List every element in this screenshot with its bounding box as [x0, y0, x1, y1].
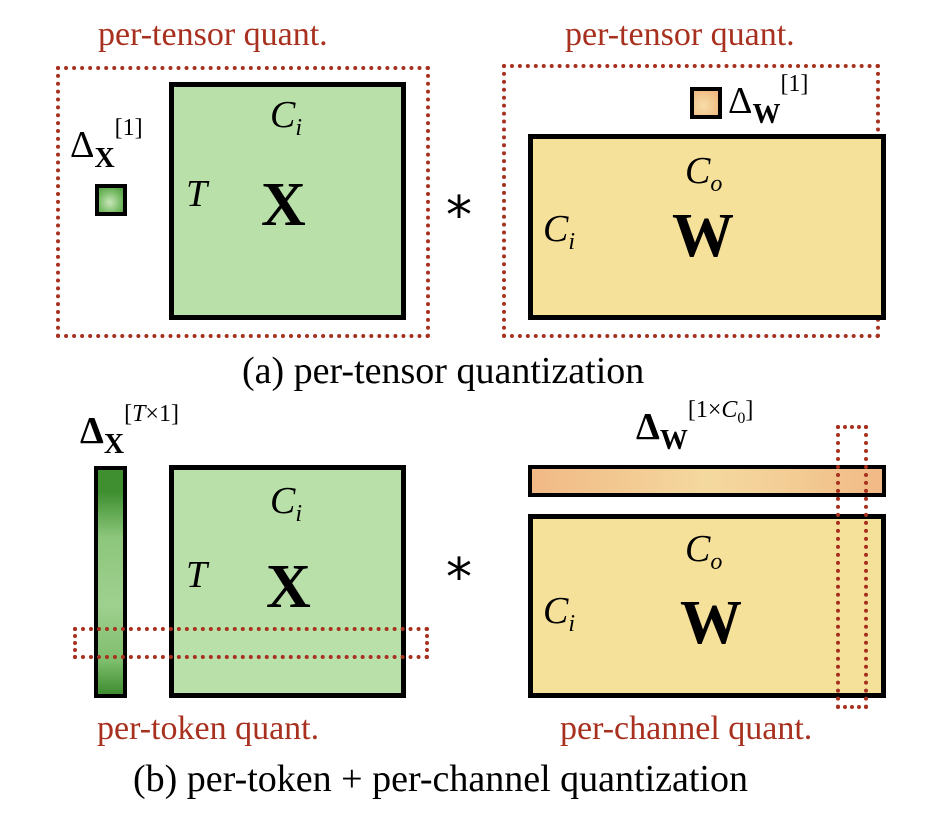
w-subscript: W: [659, 425, 688, 456]
w-matrix-a: [528, 134, 886, 320]
x-per-tensor-label: per-tensor quant.: [98, 16, 328, 53]
per-channel-label: per-channel quant.: [560, 710, 813, 747]
superscript: [1]: [114, 115, 143, 141]
x-subscript: X: [94, 143, 115, 174]
w-per-tensor-label: per-tensor quant.: [565, 16, 795, 53]
x-subscript: X: [103, 429, 125, 460]
w-row-dim-b: Ci: [543, 590, 576, 637]
x-per-token-scale-bar: [94, 466, 127, 698]
w-subscript: W: [752, 99, 781, 130]
multiply-operator-b: *: [446, 548, 472, 608]
per-token-highlight: [73, 627, 429, 659]
x-col-dim-b: Ci: [270, 480, 303, 527]
caption-b: (b) per-token + per-channel quantization: [133, 758, 748, 800]
delta-symbol: Δ: [70, 124, 95, 166]
delta-symbol: Δ: [636, 406, 660, 448]
x-col-dim-a: Ci: [270, 94, 303, 141]
superscript: [1]: [780, 71, 809, 97]
superscript: [1×C0]: [687, 397, 754, 427]
w-matrix-name-a: W: [672, 202, 734, 270]
w-row-dim-a: Ci: [543, 208, 576, 255]
x-matrix-name-b: X: [266, 553, 311, 621]
x-row-dim-a: T: [186, 173, 208, 215]
w-matrix-name-b: W: [680, 589, 742, 657]
delta-symbol: Δ: [80, 410, 104, 452]
x-scale-square: [95, 184, 127, 216]
w-per-channel-scale-bar: [528, 465, 886, 497]
w-scale-label-a: ΔW[1]: [728, 72, 808, 129]
per-channel-highlight: [836, 425, 868, 709]
x-matrix-b: [169, 465, 406, 698]
x-scale-label-b: ΔX[T×1]: [80, 402, 179, 459]
caption-a: (a) per-tensor quantization: [242, 350, 645, 392]
w-col-dim-a: Co: [685, 150, 723, 197]
x-scale-label-a: ΔX[1]: [70, 116, 143, 173]
multiply-operator-a: *: [446, 186, 472, 246]
w-scale-label-b: ΔW[1×C0]: [636, 398, 753, 455]
x-per-tensor-highlight: [56, 66, 430, 338]
delta-symbol: Δ: [728, 80, 753, 122]
w-matrix-b: [528, 514, 886, 698]
w-col-dim-b: Co: [685, 528, 723, 575]
x-row-dim-b: T: [186, 554, 208, 596]
per-token-label: per-token quant.: [97, 710, 320, 747]
w-scale-square: [690, 87, 722, 119]
x-matrix-a: [169, 82, 406, 320]
x-matrix-name-a: X: [261, 171, 306, 239]
superscript: [T×1]: [124, 401, 179, 427]
